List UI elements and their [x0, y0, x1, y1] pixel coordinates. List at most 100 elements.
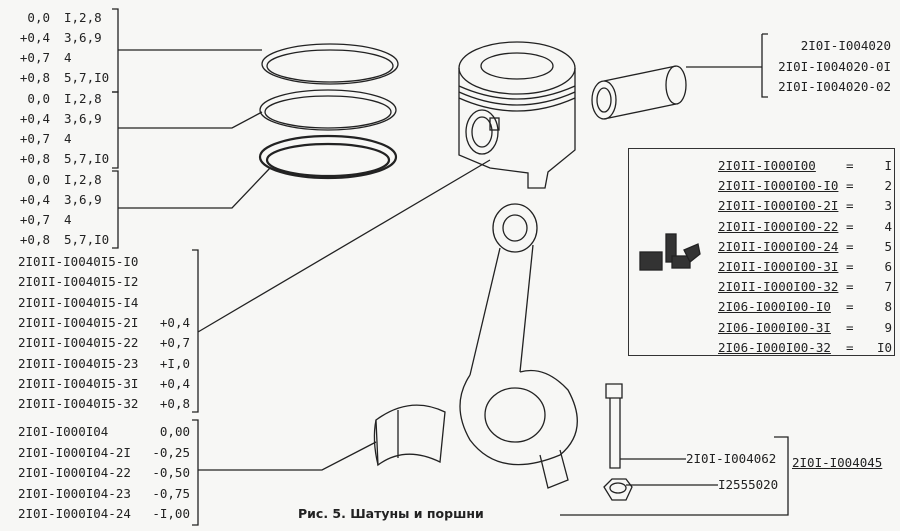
piston-pin: [591, 65, 762, 120]
piston-ring-oil: [258, 134, 398, 180]
piston-size: +0,4: [159, 375, 190, 391]
piston-code: 2I0II-I0040I5-32: [18, 396, 139, 412]
ring-size: +0,8: [19, 151, 50, 166]
ring-size: +0,4: [19, 30, 50, 45]
kit-code: 2I0II-I000I00-32: [718, 279, 839, 295]
bearing-code: 2I0I-I000I04-24: [18, 506, 131, 521]
bearing-code: 2I0I-I000I04-22: [18, 465, 131, 480]
ring-cylinders: I,2,8: [64, 172, 102, 187]
figure-caption: Рис. 5. Шатуны и поршни: [298, 506, 484, 521]
piston-code: 2I0II-I0040I5-23: [18, 355, 139, 371]
kit-code: 2I0II-I000I00-I0: [718, 178, 839, 194]
kit-number: 3: [884, 198, 892, 214]
ring-size: +0,7: [19, 212, 50, 227]
ring-cylinders: 4: [64, 50, 72, 65]
kit-number: 8: [884, 299, 892, 315]
piston-code: 2I0II-I0040I5-I0: [18, 254, 139, 269]
kit-number: 4: [884, 218, 892, 234]
kit-number: 5: [884, 238, 892, 254]
piston-ring-top: [261, 43, 399, 85]
conrod-code: 2I0I-I004045: [792, 455, 883, 470]
kit-equals: =: [846, 279, 854, 295]
kit-number: I: [884, 158, 892, 173]
piston-code: 2I0II-I0040I5-3I: [18, 375, 139, 391]
ring-cylinders: 5,7,I0: [64, 232, 110, 247]
ring-size: 0,0: [27, 10, 50, 25]
connecting-rod: [459, 203, 578, 489]
ring-cylinders: I,2,8: [64, 10, 102, 25]
bearing-code: 2I0I-I000I04-2I: [18, 444, 131, 460]
ring-cylinders: I,2,8: [64, 91, 102, 106]
ring-cylinders: 3,6,9: [64, 111, 102, 126]
piston-pin-code: 2I0I-I004020-02: [778, 79, 891, 94]
piston-code: 2I0II-I0040I5-2I: [18, 314, 139, 330]
piston-size: +I,0: [159, 355, 190, 371]
kit-number: 7: [884, 279, 892, 295]
kit-code: 2I06-I000I00-3I: [718, 319, 831, 335]
ring-size: +0,7: [19, 50, 50, 65]
ring-cylinders: 3,6,9: [64, 192, 102, 207]
piston-code: 2I0II-I0040I5-I4: [18, 294, 139, 310]
piston-size: +0,8: [159, 396, 190, 412]
kit-number: 6: [884, 259, 892, 274]
pin-bracket: [761, 33, 768, 98]
conrod-nut: [603, 478, 718, 501]
kit-code: 2I0II-I000I00-2I: [718, 198, 839, 214]
kit-equals: =: [846, 319, 854, 335]
ring-size: 0,0: [27, 172, 50, 187]
piston-pin-code: 2I0I-I004020-0I: [778, 58, 891, 74]
ring-cylinders: 5,7,I0: [64, 70, 110, 85]
kit-code: 2I0II-I000I00-22: [718, 218, 839, 234]
piston: [458, 41, 576, 189]
kit-equals: =: [846, 178, 854, 194]
kits-table: [628, 148, 895, 356]
piston-code: 2I0II-I0040I5-22: [18, 335, 139, 351]
kit-equals: =: [846, 158, 854, 173]
kit-equals: =: [846, 299, 854, 315]
bearing-size: -0,25: [152, 444, 190, 460]
kit-code: 2I06-I000I00-32: [718, 339, 831, 355]
kit-code: 2I06-I000I00-I0: [718, 299, 831, 315]
ring-size: +0,7: [19, 131, 50, 146]
kit-equals: =: [846, 339, 854, 355]
nut-code: I2555020: [718, 477, 779, 492]
ring-size: 0,0: [27, 91, 50, 106]
ring-cylinders: 3,6,9: [64, 30, 102, 45]
kit-equals: =: [846, 259, 854, 274]
bearing-leader: [192, 419, 377, 526]
bearing-size: -0,75: [152, 485, 190, 501]
bearing-size: -I,00: [152, 506, 190, 521]
bolt-bracket: [560, 436, 789, 516]
kit-code: 2I0II-I000I00-3I: [718, 259, 839, 274]
kit-number: 2: [884, 178, 892, 194]
bearing-size: 0,00: [159, 424, 190, 439]
piston-size: +0,7: [159, 335, 190, 351]
ring-size: +0,4: [19, 111, 50, 126]
ring-size: +0,8: [19, 70, 50, 85]
piston-pin-code: 2I0I-I004020: [800, 38, 891, 53]
bearing-shell: [373, 404, 446, 467]
ring-brackets: [112, 8, 271, 249]
kit-equals: =: [846, 218, 854, 234]
kit-code: 2I0II-I000I00-24: [718, 238, 839, 254]
piston-leader: [192, 159, 491, 413]
kit-equals: =: [846, 238, 854, 254]
ring-cylinders: 4: [64, 212, 72, 227]
piston-size: +0,4: [159, 314, 190, 330]
bolt-code: 2I0I-I004062: [686, 451, 777, 466]
piston-ring-middle: [259, 89, 397, 131]
kit-equals: =: [846, 198, 854, 214]
ring-size: +0,4: [19, 192, 50, 207]
ring-cylinders: 4: [64, 131, 72, 146]
bearing-code: 2I0I-I000I04-23: [18, 485, 131, 501]
parts-kit-icon: [639, 233, 701, 271]
kit-number: 9: [884, 319, 892, 335]
ring-size: +0,8: [19, 232, 50, 247]
kit-code: 2I0II-I000I00: [718, 158, 816, 173]
conrod-bolt: [605, 383, 686, 469]
ring-cylinders: 5,7,I0: [64, 151, 110, 166]
piston-code: 2I0II-I0040I5-I2: [18, 274, 139, 290]
bearing-code: 2I0I-I000I04: [18, 424, 109, 439]
